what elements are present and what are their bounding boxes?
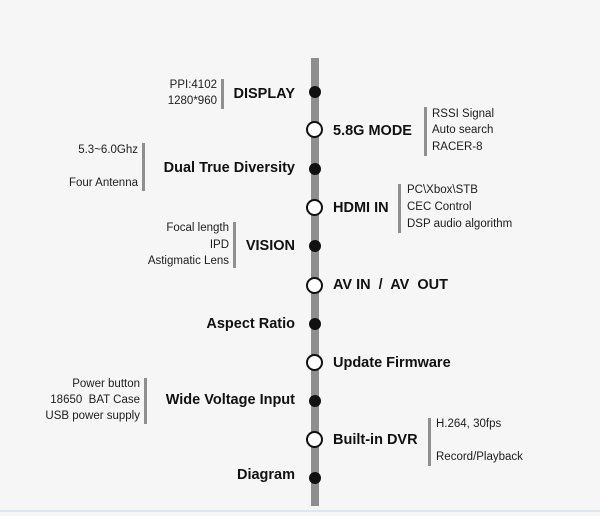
aspect-ratio-heading: Aspect Ratio [206, 316, 295, 332]
av-in-out-heading: AV IN / AV OUT [333, 277, 448, 293]
diversity-heading: Dual True Diversity [163, 160, 295, 176]
hdmi-in-detail-2: CEC Control [407, 201, 472, 213]
voltage-detail-2: 18650 BAT Case [50, 394, 140, 406]
vision-dot [309, 240, 321, 252]
display-detail-2: 1280*960 [167, 95, 217, 107]
diversity-dot [309, 163, 321, 175]
diagram-heading: Diagram [236, 467, 295, 483]
av-in-out-ring [306, 277, 323, 294]
diversity-detail-2: Four Antenna [68, 177, 138, 189]
vision-detail-3: Astigmatic Lens [147, 255, 229, 267]
update-firmware-ring [306, 354, 323, 371]
diversity-detail-bar [142, 143, 145, 191]
hdmi-in-detail-1: PC\Xbox\STB [407, 184, 478, 196]
dvr-detail-bar [428, 418, 431, 466]
diversity-detail-1: 5.3~6.0Ghz [78, 144, 138, 156]
dvr-detail-2: Record/Playback [436, 451, 523, 463]
diagram-dot [309, 472, 321, 484]
dvr-detail-1: H.264, 30fps [436, 418, 502, 430]
display-detail-bar [221, 79, 224, 109]
hdmi-in-ring [306, 199, 323, 216]
voltage-detail-1: Power button [72, 378, 140, 390]
display-dot [309, 86, 321, 98]
voltage-heading: Wide Voltage Input [165, 392, 295, 408]
aspect-ratio-dot [309, 318, 321, 330]
voltage-detail-bar [144, 378, 147, 424]
hdmi-in-detail-bar [398, 184, 401, 233]
vision-detail-1: Focal length [166, 222, 229, 234]
update-firmware-heading: Update Firmware [333, 355, 451, 371]
voltage-dot [309, 395, 321, 407]
mode-58g-detail-3: RACER-8 [432, 141, 483, 153]
voltage-detail-3: USB power supply [45, 410, 140, 422]
dvr-ring [306, 431, 323, 448]
display-detail-1: PPI:4102 [169, 79, 217, 91]
mode-58g-detail-1: RSSI Signal [432, 108, 495, 120]
display-heading: DISPLAY [233, 86, 295, 102]
vision-detail-bar [233, 222, 236, 268]
mode-58g-ring [306, 121, 323, 138]
dvr-heading: Built-in DVR [333, 432, 418, 448]
mode-58g-detail-bar [424, 107, 427, 156]
vision-detail-2: IPD [209, 239, 229, 251]
mode-58g-heading: 5.8G MODE [333, 123, 412, 139]
bottom-divider [0, 510, 600, 512]
hdmi-in-heading: HDMI IN [333, 200, 389, 216]
vision-heading: VISION [245, 238, 295, 254]
hdmi-in-detail-3: DSP audio algorithm [407, 218, 513, 230]
mode-58g-detail-2: Auto search [432, 124, 494, 136]
